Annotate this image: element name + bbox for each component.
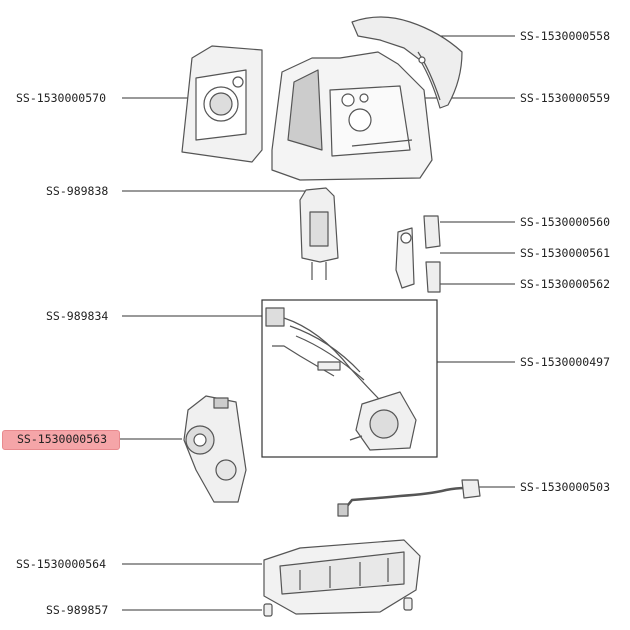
cover-part-drawing: [181, 45, 263, 163]
part-label-563: SS-1530000563: [17, 432, 108, 446]
power-cord-drawing: [337, 479, 481, 517]
highlighted-part-label[interactable]: SS-1530000563: [2, 430, 120, 450]
part-label-559[interactable]: SS-1530000559: [520, 91, 611, 105]
part-label-562[interactable]: SS-1530000562: [520, 277, 611, 291]
latch-parts-drawing: [395, 215, 441, 293]
motor-assembly-frame: [261, 299, 438, 458]
feet-part-drawing: [263, 597, 413, 617]
base-part-drawing: [263, 539, 421, 615]
gearbox-part-drawing: [183, 395, 247, 503]
part-label-503[interactable]: SS-1530000503: [520, 480, 611, 494]
connector-part-drawing: [299, 187, 339, 280]
part-label-497[interactable]: SS-1530000497: [520, 355, 611, 369]
part-label-558[interactable]: SS-1530000558: [520, 29, 611, 43]
part-label-564[interactable]: SS-1530000564: [16, 557, 107, 571]
part-label-838[interactable]: SS-989838: [46, 184, 109, 198]
part-label-834[interactable]: SS-989834: [46, 309, 109, 323]
part-label-561[interactable]: SS-1530000561: [520, 246, 611, 260]
part-label-570[interactable]: SS-1530000570: [16, 91, 107, 105]
handle-part-drawing: [351, 16, 463, 109]
part-label-560[interactable]: SS-1530000560: [520, 215, 611, 229]
housing-part-drawing: [271, 51, 433, 181]
motor-harness-drawing: [265, 307, 417, 451]
part-label-857[interactable]: SS-989857: [46, 603, 109, 617]
